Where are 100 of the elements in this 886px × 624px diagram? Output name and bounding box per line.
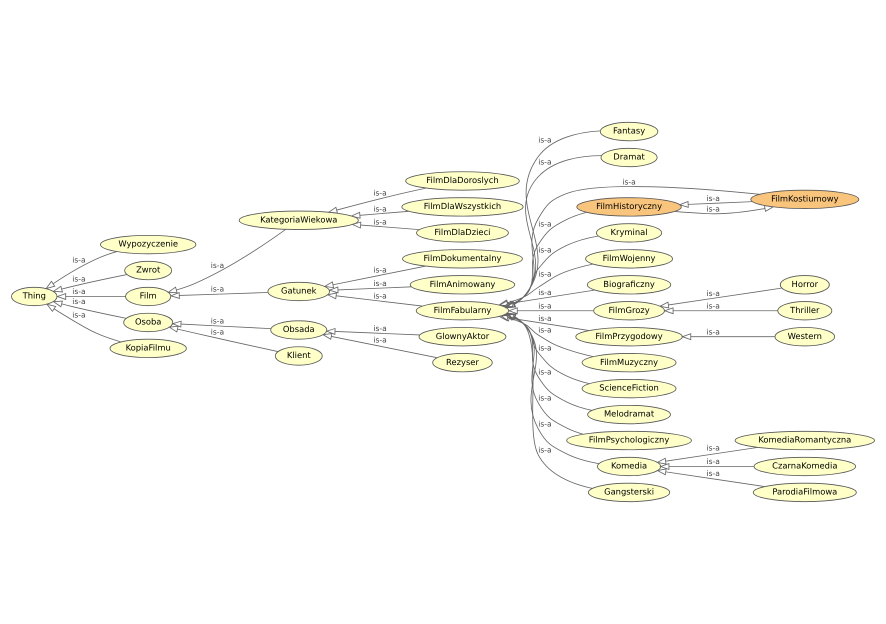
edge-label: is-a	[706, 204, 720, 214]
node-ellipse: FilmPrzygodowy	[575, 327, 683, 346]
node-ellipse: ParodiaFilmowa	[752, 482, 857, 502]
node-ellipse: Kryminal	[596, 223, 662, 242]
arrow	[46, 304, 122, 342]
edge-label: is-a	[538, 288, 552, 298]
edge-label: is-a	[538, 219, 552, 228]
arrow	[167, 229, 286, 294]
edge-label: is-a	[706, 444, 720, 453]
node-ellipse: KategoriaWiekowa	[238, 210, 359, 230]
node-ellipse: Wypozyczenie	[100, 234, 196, 254]
node-ellipse: Melodramat	[587, 404, 671, 424]
edge-label: is-a	[72, 310, 86, 320]
arrow	[326, 292, 423, 306]
node-ellipse: CzarnaKomedia	[754, 456, 856, 476]
edge-label: is-a	[706, 468, 720, 478]
node-ellipse: FilmHistoryczny	[576, 197, 682, 217]
edge-label: is-a	[210, 284, 224, 294]
node-ellipse: GlownyAktor	[418, 327, 506, 346]
edge-label: is-a	[373, 278, 387, 288]
node-ellipse: ScienceFiction	[582, 378, 676, 398]
arrow	[498, 264, 594, 306]
node-ellipse: Gatunek	[268, 282, 330, 302]
arrow	[170, 292, 268, 299]
node-ellipse: Horror	[780, 275, 830, 294]
edge-label: is-a	[538, 157, 552, 166]
edge-label: is-a	[72, 255, 86, 264]
edge-label: is-a	[373, 218, 387, 227]
edge-label: is-a	[538, 394, 552, 403]
node-ellipse: Thriller	[777, 301, 832, 320]
node-ellipse: FilmDokumentalny	[402, 249, 523, 268]
node-ellipse: Biograficzny	[586, 275, 672, 294]
node-ellipse: FilmDlaDoroslych	[405, 171, 520, 191]
node-ellipse: FilmWojenny	[585, 249, 673, 268]
node-ellipse: Western	[774, 327, 836, 346]
arrow	[674, 205, 774, 214]
node-ellipse: Obsada	[270, 320, 328, 340]
edge-label: is-a	[538, 270, 552, 279]
edge-label: is-a	[373, 188, 387, 198]
arrow	[656, 446, 758, 465]
arrow	[351, 222, 420, 230]
edge-label: is-a	[210, 316, 224, 326]
node-ellipse: Klient	[274, 346, 323, 366]
edge-label: is-a	[538, 245, 552, 254]
edge-label: is-a	[538, 301, 552, 310]
edge-label: is-a	[210, 261, 224, 270]
node-ellipse: FilmKostiumowy	[750, 190, 860, 209]
arrow	[56, 293, 126, 300]
arrow	[324, 266, 426, 288]
arrow	[681, 333, 776, 340]
edge-label: is-a	[538, 343, 552, 352]
arrow	[656, 468, 766, 488]
edge-label: is-a	[72, 287, 86, 296]
arrow	[327, 188, 427, 214]
arrow	[498, 290, 595, 308]
edge-label: is-a	[538, 326, 552, 335]
edge-label: is-a	[706, 194, 720, 204]
arrow	[506, 313, 584, 435]
arrow	[504, 212, 587, 308]
arrow	[350, 210, 410, 219]
edge-label: is-a	[373, 324, 387, 334]
arrow	[52, 274, 128, 292]
node-ellipse: FilmDlaDzieci	[416, 223, 509, 242]
arrow	[322, 333, 438, 358]
edge-label: is-a	[538, 314, 552, 323]
node-ellipse: Zwrot	[124, 260, 172, 280]
node-ellipse: FilmAnimowany	[410, 275, 516, 294]
edge-label: is-a	[706, 457, 720, 466]
node-ellipse: Rezyser	[432, 353, 493, 372]
node-ellipse: KopiaFilmu	[110, 338, 187, 358]
arrow	[659, 462, 754, 470]
node-ellipse: FilmGrozy	[593, 301, 665, 320]
arrow	[663, 307, 778, 314]
node-ellipse: Dramat	[600, 148, 658, 168]
node-ellipse: Film	[125, 286, 172, 306]
node-ellipse: FilmPsychologiczny	[566, 430, 692, 450]
node-ellipse: Gangsterski	[588, 482, 670, 502]
arrow	[502, 236, 599, 308]
node-ellipse: Komedia	[597, 456, 662, 476]
arrow	[504, 314, 590, 384]
arrow	[506, 312, 593, 489]
arrow	[168, 326, 278, 352]
edge-label: is-a	[538, 368, 552, 377]
arrow	[52, 300, 126, 319]
arrow	[678, 200, 753, 208]
arrow	[500, 314, 594, 358]
node-ellipse: FilmMuzyczny	[582, 353, 676, 372]
edge-label: is-a	[373, 336, 387, 345]
edge-label: is-a	[538, 419, 552, 428]
node-ellipse: KomediaRomantyczna	[734, 430, 875, 450]
arrow	[171, 320, 272, 330]
edge-label: is-a	[538, 445, 552, 454]
edge-label: is-a	[210, 327, 224, 336]
edge-label: is-a	[538, 136, 552, 145]
arrow	[325, 328, 420, 336]
arrow	[498, 314, 590, 331]
node-ellipse: Osoba	[123, 312, 174, 332]
node-ellipse: FilmDlaWszystkich	[401, 197, 524, 217]
edge-label: is-a	[373, 291, 387, 300]
edge-label: is-a	[706, 288, 720, 298]
